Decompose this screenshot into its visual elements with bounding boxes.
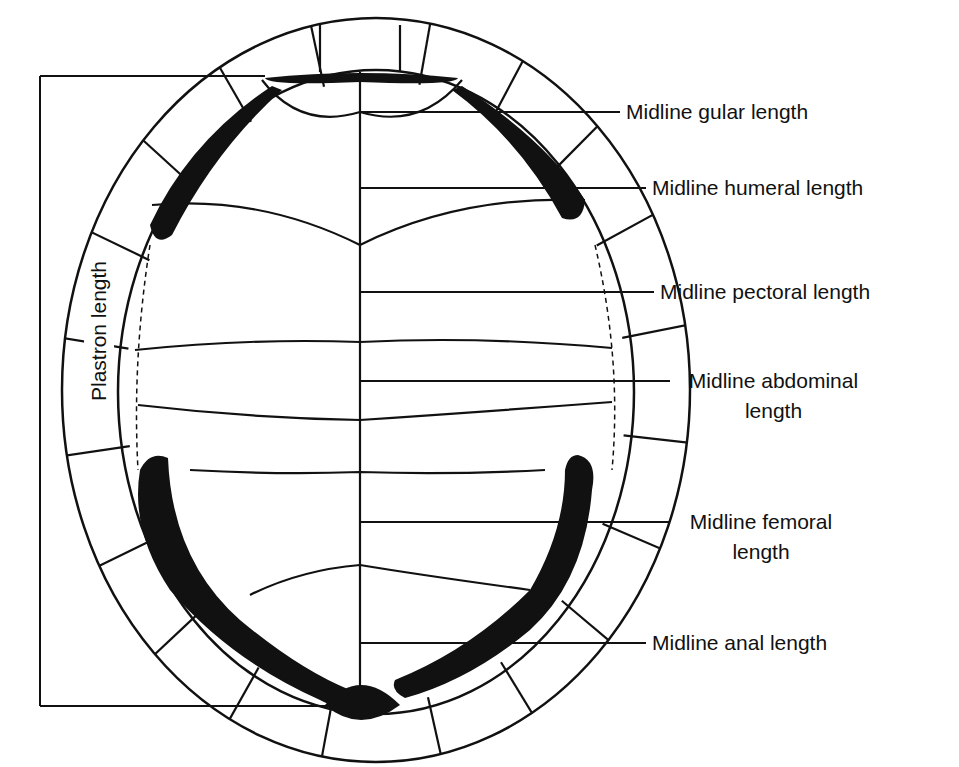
- shell-outline: [62, 18, 690, 762]
- part-label: Midline anal length: [652, 628, 827, 658]
- part-label: Midline femoral length: [676, 507, 846, 567]
- dimension-label: Plastron length: [84, 257, 114, 405]
- part-label: Midline abdominal length: [676, 366, 871, 426]
- part-label: Midline pectoral length: [660, 277, 870, 307]
- bridge-bands: [138, 73, 593, 720]
- leader-lines: [360, 112, 670, 643]
- part-label: Midline humeral length: [652, 173, 863, 203]
- part-label: Midline gular length: [626, 97, 808, 127]
- bridge-edge: [137, 245, 151, 470]
- length-bracket: [40, 76, 330, 706]
- marginal-inner-edge: [118, 70, 634, 714]
- marginal-seams: [49, 6, 703, 767]
- bridge-edge: [595, 245, 615, 470]
